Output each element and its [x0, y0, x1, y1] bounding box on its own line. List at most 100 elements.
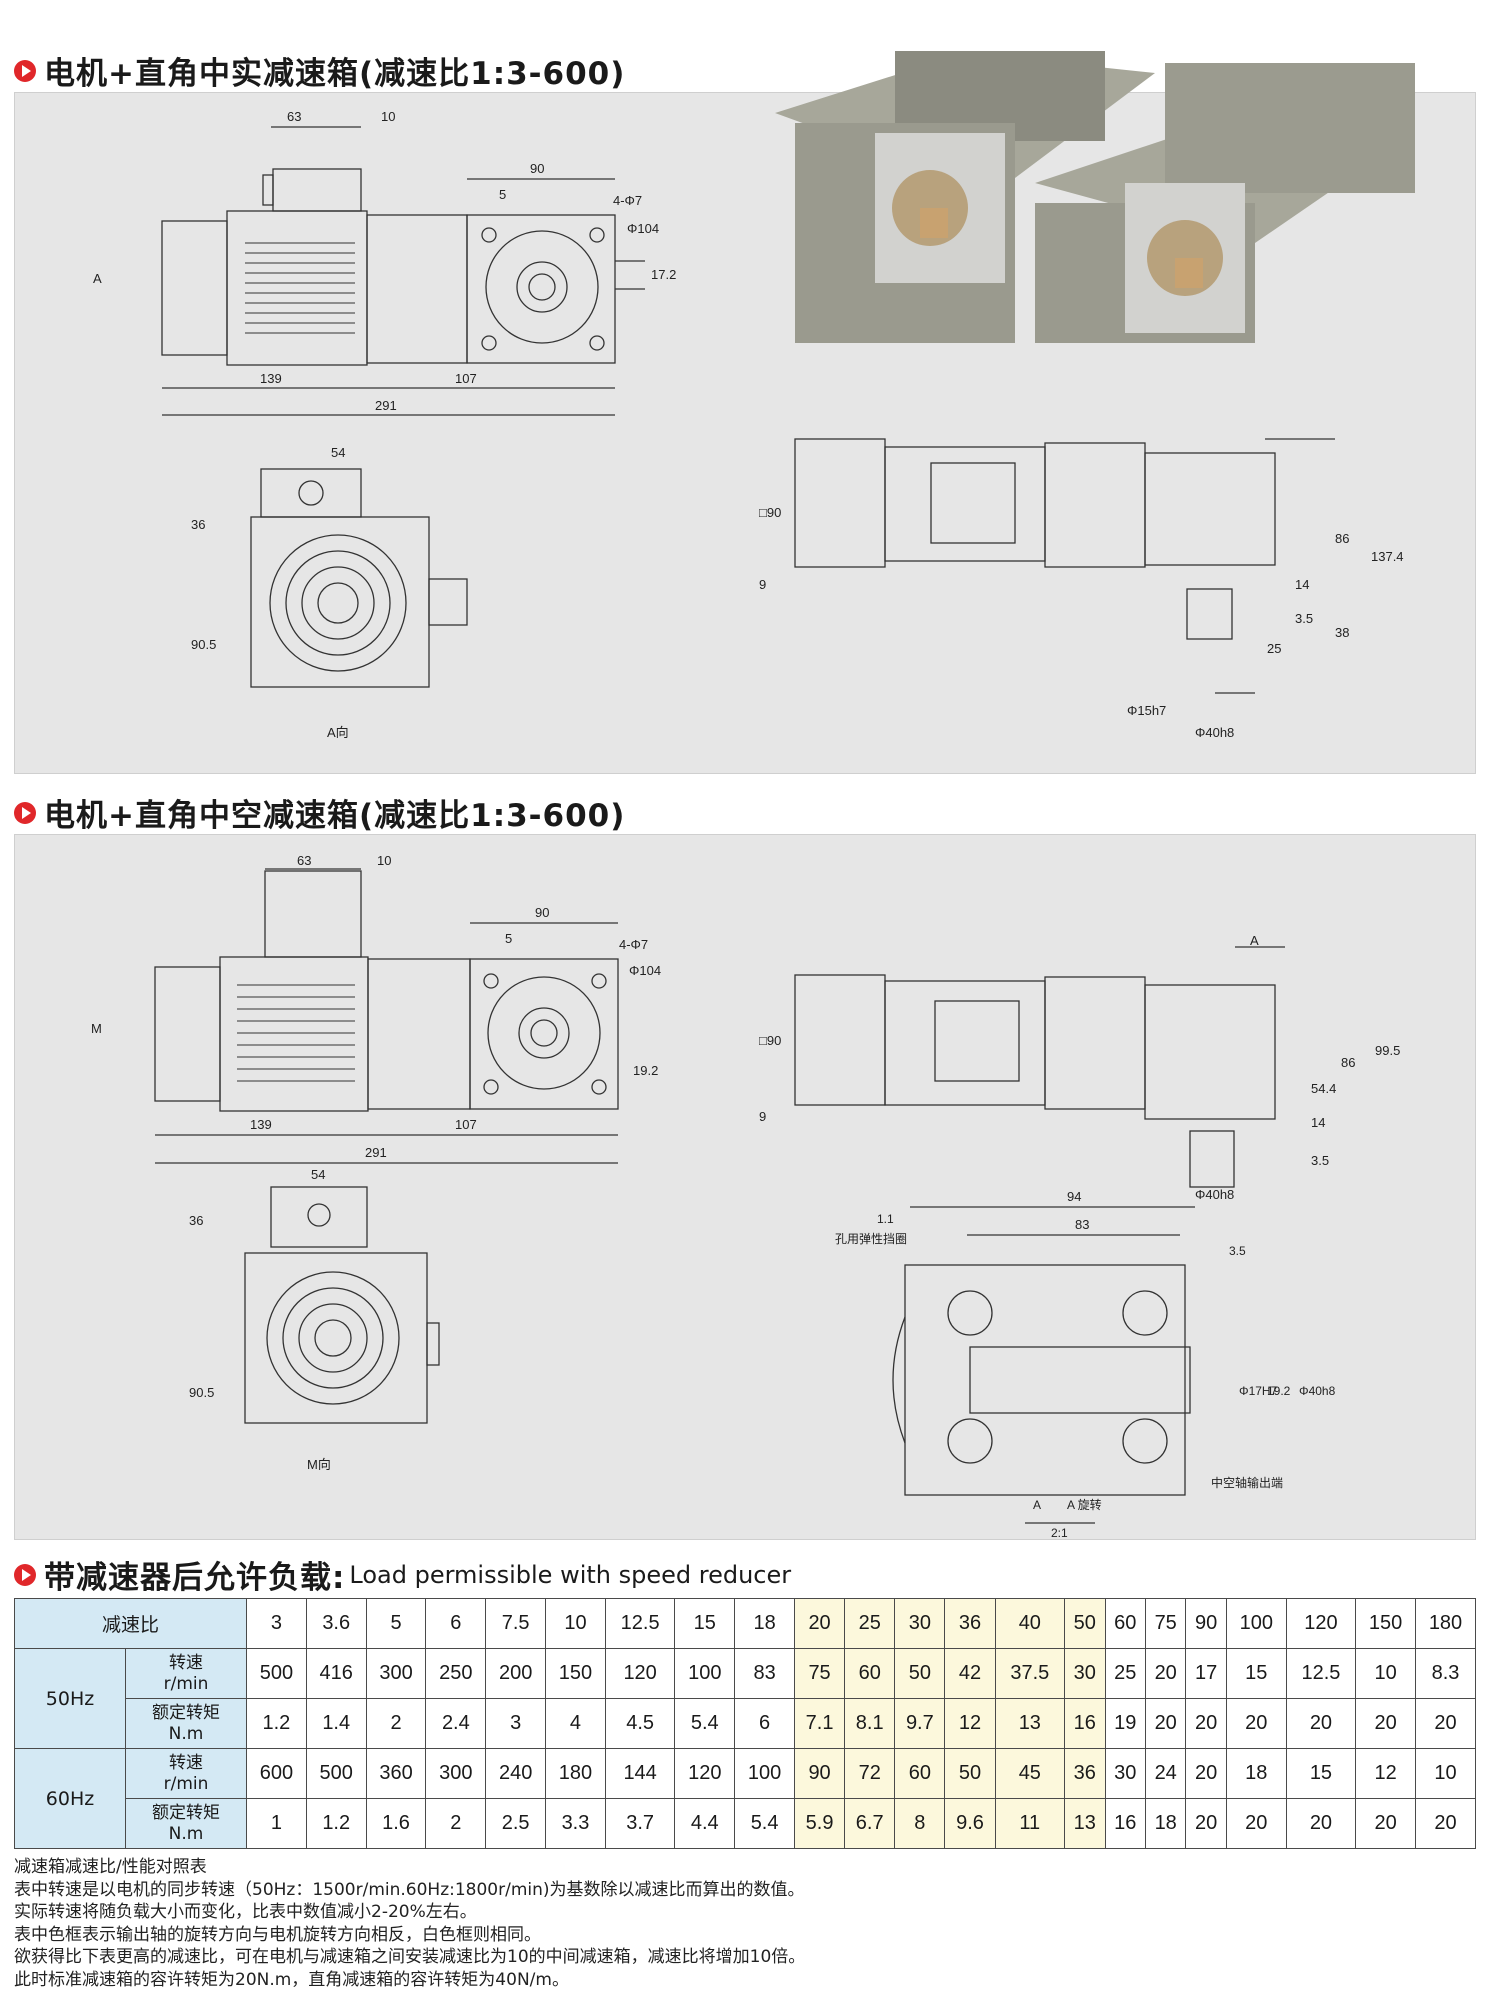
speed-cell: 360	[365, 1748, 427, 1799]
svg-text:291: 291	[375, 398, 397, 413]
ratio-cell: 90	[1185, 1598, 1227, 1649]
ratio-cell: 30	[894, 1598, 946, 1649]
svg-text:M: M	[91, 1021, 102, 1036]
svg-text:A 旋转: A 旋转	[1067, 1497, 1102, 1512]
speed-cell: 24	[1144, 1748, 1187, 1799]
svg-text:137.4: 137.4	[1371, 549, 1404, 564]
svg-text:5: 5	[505, 931, 512, 946]
speed-cell: 10	[1355, 1648, 1416, 1699]
svg-text:4-Φ7: 4-Φ7	[613, 193, 642, 208]
svg-text:孔用弹性挡圈: 孔用弹性挡圈	[835, 1232, 907, 1246]
svg-text:83: 83	[1075, 1217, 1089, 1232]
hollow-shaft-drawing: 63 10 90 5 4-Φ7 Φ104 19.2 M 139 107 291 …	[91, 853, 1400, 1539]
torque-cell: 2	[365, 1698, 427, 1749]
speed-cell: 45	[994, 1748, 1066, 1799]
svg-text:63: 63	[297, 853, 311, 868]
speed-cell: 300	[365, 1648, 427, 1699]
speed-cell: 37.5	[994, 1648, 1066, 1699]
note-line: 表中色框表示输出轴的旋转方向与电机旋转方向相反，白色框则相同。	[14, 1924, 541, 1945]
red-arrow-icon	[14, 59, 36, 82]
torque-cell: 11	[994, 1798, 1066, 1849]
speed-cell: 500	[305, 1748, 367, 1799]
ratio-cell: 7.5	[485, 1598, 547, 1649]
svg-text:A: A	[1033, 1498, 1041, 1512]
torque-cell: 20	[1185, 1698, 1227, 1749]
torque-cell: 16	[1104, 1798, 1146, 1849]
svg-text:90.5: 90.5	[191, 637, 216, 652]
speed-cell: 90	[793, 1748, 846, 1799]
frequency-cell: 50Hz	[14, 1648, 126, 1749]
motor-fan-cover	[161, 220, 228, 356]
speed-cell: 144	[604, 1748, 676, 1799]
ratio-cell: 18	[734, 1598, 795, 1649]
svg-text:A: A	[1250, 933, 1259, 948]
svg-text:3.5: 3.5	[1229, 1244, 1246, 1258]
svg-text:A: A	[93, 271, 102, 286]
torque-cell: 9.6	[944, 1798, 996, 1849]
ratio-cell: 15	[674, 1598, 736, 1649]
svg-text:10: 10	[381, 109, 395, 124]
speed-cell: 180	[545, 1748, 606, 1799]
torque-cell: 5.9	[793, 1798, 846, 1849]
svg-text:139: 139	[260, 371, 282, 386]
speed-cell: 25	[1104, 1648, 1146, 1699]
torque-cell: 20	[1355, 1698, 1416, 1749]
speed-cell: 60	[894, 1748, 946, 1799]
ratio-cell: 75	[1144, 1598, 1187, 1649]
torque-cell: 19	[1104, 1698, 1146, 1749]
speed-cell: 60	[844, 1648, 896, 1699]
svg-text:291: 291	[365, 1145, 387, 1160]
ratio-cell: 20	[793, 1598, 846, 1649]
svg-text:□90: □90	[759, 505, 781, 520]
svg-text:9: 9	[759, 577, 766, 592]
section3-title: 带减速器后允许负载: Load permissible with speed r…	[14, 1552, 791, 1597]
torque-cell: 20	[1355, 1798, 1416, 1849]
frequency-cell: 60Hz	[14, 1748, 126, 1849]
section2-title: 电机+直角中空减速箱(减速比1:3-600)	[14, 790, 625, 835]
torque-cell: 20	[1415, 1698, 1476, 1749]
svg-text:9: 9	[759, 1109, 766, 1124]
svg-text:中空轴输出端: 中空轴输出端	[1211, 1475, 1283, 1490]
speed-cell: 20	[1144, 1648, 1187, 1699]
speed-cell: 300	[425, 1748, 487, 1799]
torque-cell: 20	[1185, 1798, 1227, 1849]
speed-cell: 50	[894, 1648, 946, 1699]
note-line: 减速箱减速比/性能对照表	[14, 1857, 207, 1877]
svg-text:3.5: 3.5	[1295, 611, 1313, 626]
svg-text:Φ40h8: Φ40h8	[1195, 1187, 1234, 1202]
svg-text:54: 54	[331, 445, 345, 460]
svg-text:Φ104: Φ104	[629, 963, 661, 978]
torque-cell: 3.7	[604, 1798, 676, 1849]
speed-cell: 42	[944, 1648, 996, 1699]
speed-cell: 12	[1355, 1748, 1416, 1799]
note-line: 此时标准减速箱的容许转矩为20N.m，直角减速箱的容许转矩为40N/m。	[14, 1969, 569, 1990]
torque-cell: 4.4	[674, 1798, 736, 1849]
torque-cell: 20	[1415, 1798, 1476, 1849]
section1-title: 电机+直角中实减速箱(减速比1:3-600)	[14, 48, 625, 93]
speed-cell: 18	[1225, 1748, 1287, 1799]
speed-cell: 240	[485, 1748, 547, 1799]
note-line: 实际转速将随负载大小而变化，比表中数值减小2-20%左右。	[14, 1902, 477, 1922]
note-line: 表中转速是以电机的同步转速（50Hz：1500r/min.60Hz:1800r/…	[14, 1879, 805, 1900]
torque-cell: 20	[1225, 1698, 1287, 1749]
svg-text:2:1: 2:1	[1051, 1526, 1068, 1539]
torque-cell: 2.4	[425, 1698, 487, 1749]
speed-cell: 100	[674, 1648, 736, 1699]
notes: 减速箱减速比/性能对照表 表中转速是以电机的同步转速（50Hz：1500r/mi…	[14, 1856, 805, 1991]
note-line: 欲获得比下表更高的减速比，可在电机与减速箱之间安装减速比为10的中间减速箱，减速…	[14, 1947, 806, 1967]
svg-text:54.4: 54.4	[1311, 1081, 1336, 1096]
svg-text:3.5: 3.5	[1311, 1153, 1329, 1168]
svg-text:86: 86	[1335, 531, 1349, 546]
torque-cell: 4	[545, 1698, 606, 1749]
ratio-cell: 150	[1355, 1598, 1416, 1649]
svg-text:94: 94	[1067, 1189, 1081, 1204]
ratio-cell: 3.6	[305, 1598, 367, 1649]
svg-text:4-Φ7: 4-Φ7	[619, 937, 648, 952]
speed-cell: 8.3	[1415, 1648, 1476, 1699]
ratio-cell: 36	[944, 1598, 996, 1649]
